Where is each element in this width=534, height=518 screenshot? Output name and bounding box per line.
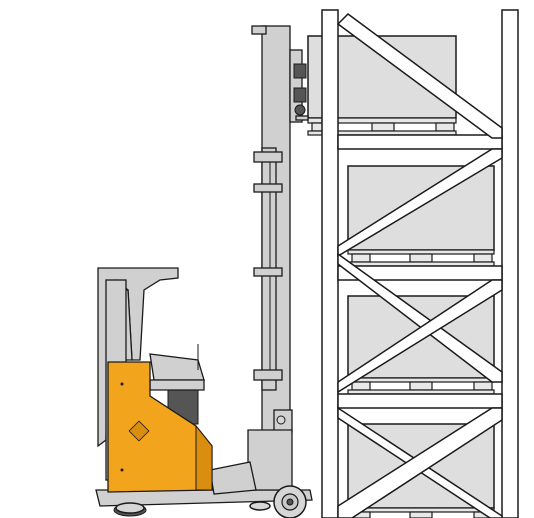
pallet-level-4 <box>347 507 495 518</box>
body-emblem-icon <box>128 420 150 442</box>
pallet-rack <box>307 9 519 518</box>
rack-beams <box>337 134 503 409</box>
pallet-level-2 <box>347 249 495 267</box>
front-load-wheel <box>273 485 307 518</box>
reach-truck <box>95 25 313 518</box>
pallet-level-3 <box>347 377 495 395</box>
truck-chassis <box>95 429 313 507</box>
rear-drive-wheel <box>113 502 147 517</box>
truck-mast <box>251 25 309 469</box>
rack-pallets <box>307 117 495 518</box>
mid-wheel <box>249 501 271 511</box>
pallet-top <box>307 117 457 136</box>
truck-body <box>107 361 213 493</box>
truck-wheels <box>113 485 307 518</box>
rack-uprights <box>321 9 519 518</box>
truck-side-panel <box>112 366 150 392</box>
rack-braces <box>336 13 503 518</box>
